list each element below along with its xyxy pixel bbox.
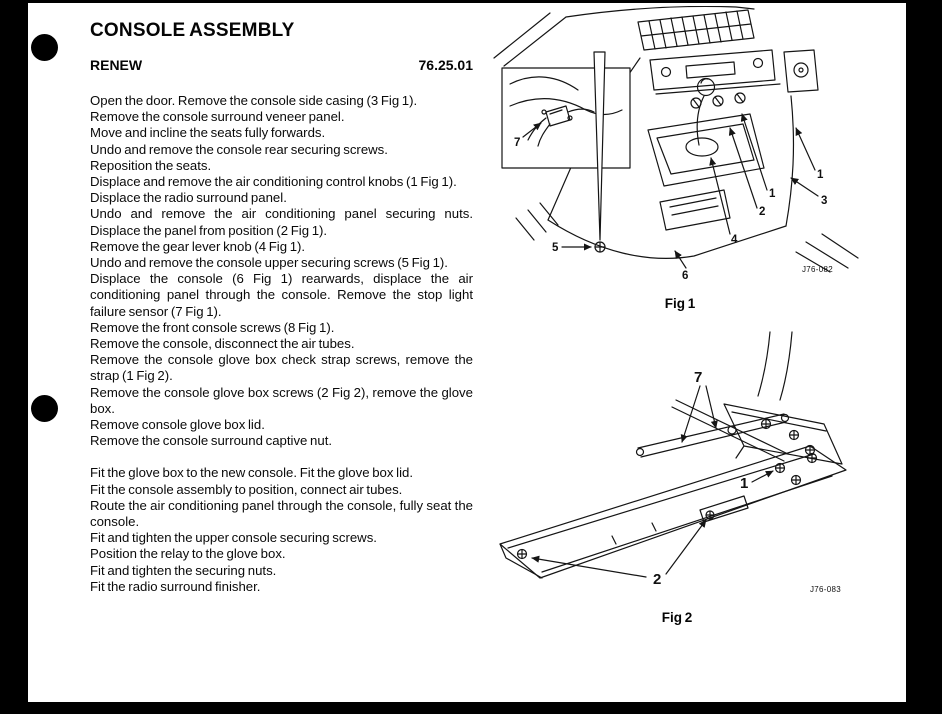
pointer-tool: [593, 51, 606, 253]
procedure-step: Open the door. Remove the console side c…: [90, 93, 418, 108]
procedure-name: RENEW: [90, 57, 143, 73]
procedure-step: Undo and remove the console upper securi…: [90, 255, 448, 271]
check-strap: [635, 399, 790, 462]
procedure-step: Fit the glove box to the new console. Fi…: [90, 465, 414, 481]
fig1-callout-knobs: 1: [769, 188, 776, 200]
procedure-step: Fit and tighten the securing nuts.: [90, 562, 277, 578]
binder-hole-bottom: [31, 395, 58, 422]
refit-steps: Fit the glove box to the new console. Fi…: [90, 465, 473, 595]
procedure-step: Undo and remove the air conditioning pan…: [90, 206, 473, 238]
fig2-caption: Fig 2: [661, 610, 693, 625]
binder-hole-top: [31, 34, 58, 61]
procedure-step: Remove the front console screws (8 Fig 1…: [90, 319, 335, 335]
scan-border-top: [0, 0, 942, 3]
scan-border-left: [0, 0, 28, 714]
fig2-callout-strap: 1: [740, 475, 748, 492]
fig2-drawing: 7 1 2 J76-083: [499, 331, 847, 594]
fig1-drawing-code: J76-082: [802, 265, 833, 274]
fig1-callout-console: 6: [682, 270, 688, 282]
fig1-leader-lines: [561, 113, 819, 269]
fig1-callout-upper-screws: 5: [552, 242, 559, 254]
section-number: 76.25.01: [418, 57, 474, 73]
procedure-step: Remove the console glove box screws (2 F…: [90, 384, 473, 416]
procedure-column: CONSOLE ASSEMBLY RENEW 76.25.01 Open the…: [90, 20, 473, 595]
sensor-inset: [501, 67, 631, 169]
page-title: CONSOLE ASSEMBLY: [90, 20, 295, 41]
procedure-step: Route the air conditioning panel through…: [90, 497, 473, 530]
radio-unit: [649, 49, 776, 91]
procedure-step: Displace and remove the air conditioning…: [90, 174, 457, 190]
procedure-step: Fit the console assembly to position, co…: [90, 481, 403, 497]
fig2-drawing-code: J76-083: [810, 585, 841, 594]
procedure-step: Undo and remove the console rear securin…: [90, 141, 388, 157]
procedure-step: Remove the console surround veneer panel…: [90, 109, 345, 125]
procedure-step: Displace the radio surround panel.: [90, 190, 287, 206]
removal-steps: Open the door. Remove the console side c…: [90, 93, 473, 449]
scan-border-bottom: [0, 702, 942, 714]
procedure-step: Displace the console (6 Fig 1) rearwards…: [90, 271, 473, 319]
fig2-callout-box-screws: 2: [653, 571, 661, 588]
fig1-callout-right-1: 1: [817, 169, 824, 181]
procedure-step: Remove the console glove box check strap…: [90, 352, 473, 384]
a-pillar-lines: [493, 5, 755, 67]
procedure-step: Fit the radio surround finisher.: [90, 578, 261, 594]
fig1-drawing: 7 5 1 3 1 2 4 6 J76-082: [493, 5, 859, 282]
right-switch-bezel: [783, 49, 819, 93]
procedure-step: Position the relay to the glove box.: [90, 546, 286, 562]
fig1-callout-sensor: 7: [514, 137, 520, 149]
fig1-callout-gear-knob: 4: [731, 234, 738, 246]
figure-1: 7 5 1 3 1 2 4 6 J76-082 Fig 1: [490, 5, 870, 311]
fig1-callout-side-casing: 3: [821, 195, 827, 207]
procedure-step: Remove the console surround captive nut.: [90, 433, 333, 449]
fig1-callout-ac-panel: 2: [759, 206, 765, 218]
procedure-subhead: RENEW 76.25.01: [90, 57, 473, 73]
procedure-step: Fit and tighten the upper console securi…: [90, 530, 377, 546]
gear-lever: [647, 77, 765, 187]
procedure-step: Remove the gear lever knob (4 Fig 1).: [90, 238, 306, 254]
procedure-step: Reposition the seats.: [90, 157, 212, 173]
glovebox-screws: [516, 452, 818, 560]
figure-2: 7 1 2 J76-083 Fig 2: [492, 330, 862, 625]
hinge-bracket: [723, 403, 843, 465]
fig2-callout-strap-screws: 7: [694, 369, 702, 386]
procedure-step: Move and incline the seats fully forward…: [90, 125, 326, 141]
procedure-step: Remove console glove box lid.: [90, 417, 265, 433]
glovebox-panel: [499, 445, 847, 579]
dash-vent-grille: [637, 9, 755, 51]
scan-border-right: [906, 0, 942, 714]
heater-control-knobs: [655, 83, 781, 109]
console-upright-lines: [757, 331, 793, 401]
fig2-leader-lines: [531, 385, 774, 578]
fig1-caption: Fig 1: [664, 296, 696, 311]
console-body: [515, 57, 859, 273]
procedure-step: Remove the console, disconnect the air t…: [90, 336, 355, 352]
